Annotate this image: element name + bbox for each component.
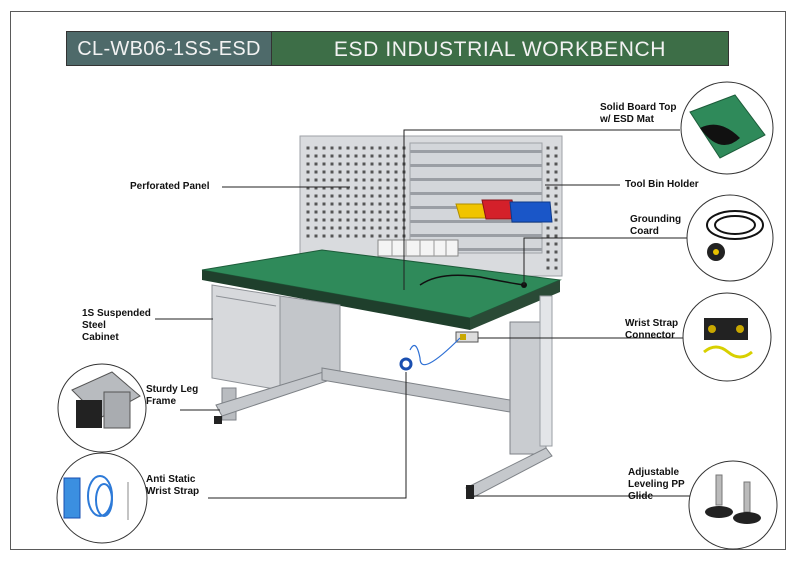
sheet-border bbox=[10, 11, 786, 550]
wrist-strap-cord bbox=[409, 337, 461, 366]
power-outlet-strip bbox=[377, 239, 459, 257]
leg-frame bbox=[214, 295, 553, 499]
wrist-strap-cuff bbox=[399, 357, 413, 371]
label-leveling-glide: Adjustable Leveling PP Glide bbox=[628, 467, 685, 502]
label-sturdy-leg-frame: Sturdy Leg Frame bbox=[146, 384, 199, 407]
callout-esd-mat-detail bbox=[680, 81, 774, 175]
label-solid-board-top: Solid Board Top w/ ESD Mat bbox=[600, 102, 677, 125]
label-grounding-coard: Grounding Coard bbox=[630, 214, 682, 237]
callout-leader-lines bbox=[155, 129, 690, 499]
tool-bin-holder bbox=[409, 142, 543, 254]
callout-wrist-strap-connector-detail bbox=[682, 292, 772, 382]
label-wrist-strap-connector: Wrist Strap Connector bbox=[625, 318, 679, 341]
callout-leg-frame-detail bbox=[57, 363, 147, 453]
label-perforated-panel: Perforated Panel bbox=[130, 181, 210, 192]
product-title-banner: ESD INDUSTRIAL WORKBENCH bbox=[272, 31, 729, 66]
callout-wrist-strap-detail bbox=[56, 452, 148, 544]
wrist-strap-connector-box bbox=[455, 331, 479, 343]
model-number-banner: CL-WB06-1SS-ESD bbox=[66, 31, 272, 66]
suspended-cabinet bbox=[211, 284, 341, 391]
label-anti-static-wrist-strap: Anti Static Wrist Strap bbox=[146, 474, 200, 497]
esd-worktop bbox=[201, 249, 562, 330]
label-tool-bin-holder: Tool Bin Holder bbox=[625, 179, 699, 190]
callout-grounding-cord-detail bbox=[686, 194, 774, 282]
label-suspended-cabinet: 1S Suspended Steel Cabinet bbox=[82, 308, 151, 343]
tool-bins bbox=[455, 199, 553, 223]
callout-leveling-glide-detail bbox=[688, 460, 778, 550]
